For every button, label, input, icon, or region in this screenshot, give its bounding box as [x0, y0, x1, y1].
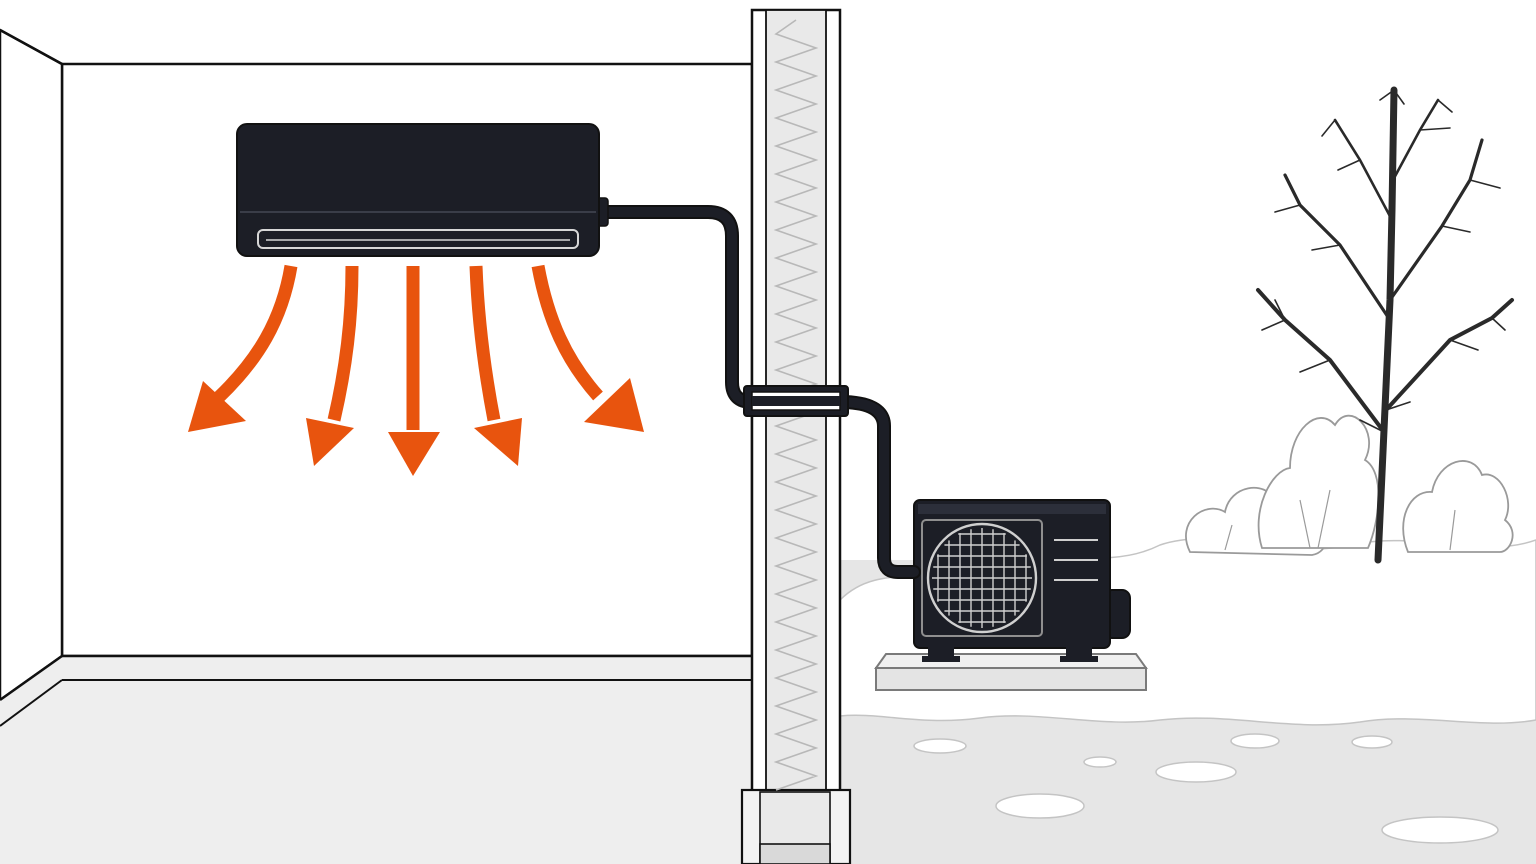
- outdoor-unit-foot: [928, 646, 954, 658]
- snow-patch: [1230, 733, 1280, 749]
- tree-branch: [1256, 288, 1386, 434]
- pad-front: [875, 667, 1147, 691]
- airflow-arrow-icon: [469, 265, 501, 422]
- indoor-unit-louver: [257, 229, 579, 249]
- ceiling-edge: [0, 28, 63, 66]
- tree-branch: [1388, 138, 1484, 302]
- tree-icon: [1256, 86, 1514, 564]
- airflow-arrow-icon: [531, 264, 603, 401]
- fan-grille: [932, 528, 1032, 628]
- snow-patch: [1155, 761, 1237, 783]
- airflow-arrow-icon: [213, 264, 298, 403]
- outdoor-unit-vents: [1054, 539, 1098, 581]
- airflow-arrows: [188, 264, 644, 476]
- airflow-arrow-icon: [327, 265, 359, 422]
- shrub-right: [1402, 460, 1514, 553]
- shrub-branch: [1224, 489, 1456, 551]
- airflow-arrow-head: [584, 378, 644, 432]
- wall-section: [740, 8, 852, 864]
- room-side-wall: [0, 28, 64, 702]
- wall-inner: [765, 9, 827, 864]
- shrub-center: [1257, 414, 1380, 549]
- snow-patch: [1351, 735, 1393, 749]
- refrigerant-line: [595, 205, 921, 579]
- outdoor-unit-bevel: [918, 504, 1106, 514]
- tree-branch: [1333, 118, 1394, 222]
- fan-icon: [926, 522, 1038, 634]
- shrub-icon: [1185, 414, 1514, 556]
- tree-branch: [1283, 173, 1392, 322]
- tree-branch: [1391, 98, 1440, 182]
- snow-patch: [1083, 756, 1117, 768]
- room-floor: [0, 656, 752, 864]
- airflow-arrow-head: [188, 381, 246, 432]
- concrete-pad: [874, 653, 1148, 691]
- wall-sleeve-core: [752, 396, 840, 406]
- indoor-unit-body: [236, 123, 600, 257]
- tree-branch: [1384, 298, 1514, 412]
- outdoor-unit-foot: [1066, 646, 1092, 658]
- airflow-arrow-head: [388, 432, 440, 476]
- floor-corner: [0, 654, 63, 702]
- indoor-unit-icon: [236, 123, 609, 257]
- wall-footing: [759, 843, 831, 864]
- pad-top: [874, 653, 1148, 669]
- outdoor-unit-foot-plate: [922, 656, 960, 662]
- tree-trunk: [1374, 86, 1398, 564]
- snow-patch: [995, 793, 1085, 819]
- outdoor-unit-foot-plate: [1060, 656, 1098, 662]
- tree-twig: [1261, 89, 1506, 433]
- outdoor-unit-icon: [913, 499, 1131, 662]
- snow-patch: [913, 738, 967, 754]
- airflow-arrow-head: [474, 418, 522, 466]
- snow-patch: [1381, 816, 1499, 844]
- airflow-arrow-head: [306, 418, 354, 466]
- floor-corner-2: [0, 679, 63, 727]
- snow-patches: [913, 733, 1499, 844]
